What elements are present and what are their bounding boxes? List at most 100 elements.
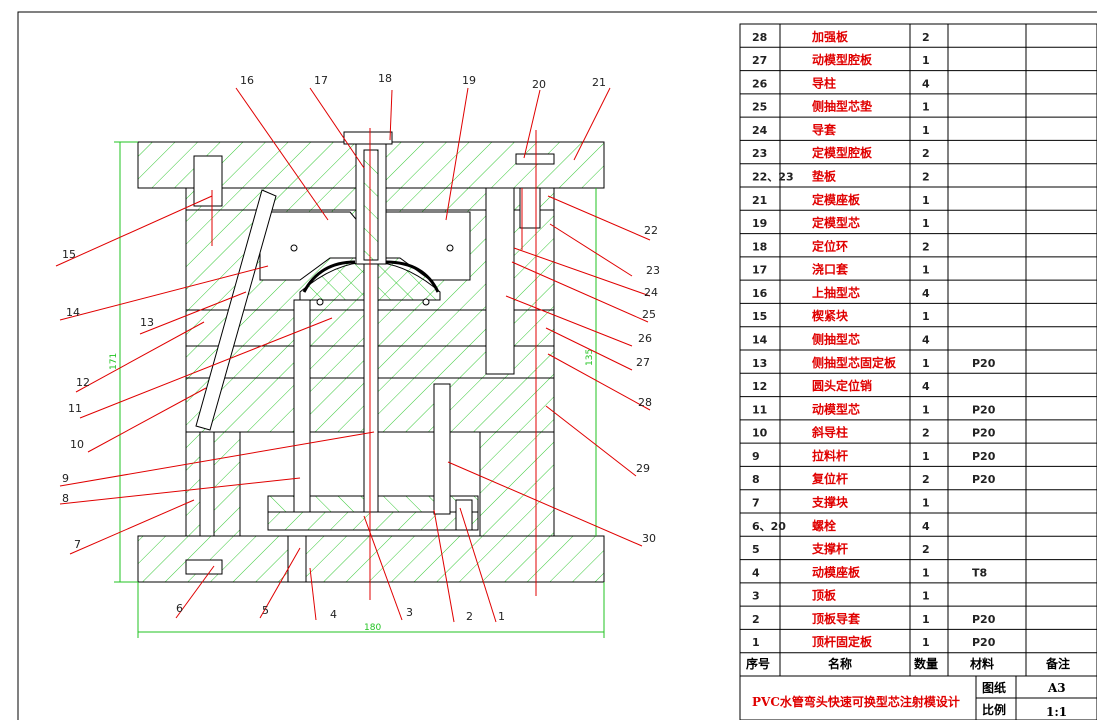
- bom-cell-name: 侧抽型芯固定板: [812, 355, 897, 370]
- dim-right: 135: [585, 349, 595, 366]
- bom-cell-name: 斜导柱: [811, 425, 848, 440]
- bom-cell-name: 顶板: [812, 588, 837, 603]
- dim-height: 171: [109, 353, 119, 370]
- callout-5: 5: [262, 604, 269, 617]
- callout-26: 26: [638, 332, 652, 345]
- bom-cell-no: 8: [752, 473, 760, 486]
- bom-cell-material: P20: [972, 357, 996, 370]
- bom-cell-no: 22、23: [752, 170, 794, 183]
- bom-cell-name: 侧抽型芯垫: [812, 99, 872, 114]
- callout-25: 25: [642, 308, 656, 321]
- bom-cell-qty: 2: [922, 543, 930, 556]
- bom-cell-name: 顶杆固定板: [812, 634, 873, 649]
- bom-cell-qty: 1: [922, 590, 930, 603]
- bom-cell-qty: 1: [922, 54, 930, 67]
- bom-cell-material: P20: [972, 427, 996, 440]
- bom-cell-qty: 1: [922, 217, 930, 230]
- bom-cell-qty: 1: [922, 124, 930, 137]
- callout-4: 4: [330, 608, 337, 621]
- bom-cell-no: 17: [752, 264, 767, 277]
- bom-cell-no: 9: [752, 450, 760, 463]
- bom-cell-name: 加强板: [811, 29, 849, 44]
- callout-1: 1: [498, 610, 505, 623]
- callouts-right: 22 23 24 25 26 27 28 29 30: [636, 224, 660, 545]
- bom-cell-no: 16: [752, 287, 768, 300]
- bom-cell-no: 25: [752, 101, 767, 114]
- bom-cell-qty: 1: [922, 636, 930, 649]
- callout-20: 20: [532, 78, 546, 91]
- callout-28: 28: [638, 396, 652, 409]
- bom-cell-name: 定模型芯: [812, 215, 860, 230]
- bom-cell-qty: 4: [922, 287, 930, 300]
- bom-cell-no: 27: [752, 54, 767, 67]
- bom-cell-no: 14: [752, 333, 768, 346]
- bom-cell-qty: 1: [922, 194, 930, 207]
- bom-cell-material: P20: [972, 636, 996, 649]
- center-lines: [211, 128, 537, 600]
- callout-9: 9: [62, 472, 69, 485]
- bom-cell-qty: 1: [922, 264, 930, 277]
- callout-22: 22: [644, 224, 658, 237]
- callout-18: 18: [378, 72, 392, 85]
- callout-24: 24: [644, 286, 658, 299]
- bom-cell-qty: 2: [922, 170, 930, 183]
- bom-header-no: 序号: [746, 656, 770, 671]
- bom-cell-qty: 2: [922, 31, 930, 44]
- bom-cell-material: P20: [972, 450, 996, 463]
- bom-cell-qty: 1: [922, 403, 930, 416]
- callout-11: 11: [68, 402, 82, 415]
- bom-cell-name: 动模座板: [812, 564, 861, 579]
- bom-header-qty: 数量: [914, 656, 938, 671]
- sheet-border: [17, 11, 1097, 720]
- bom-cell-qty: 2: [922, 473, 930, 486]
- bom-cell-name: 支撑块: [811, 494, 849, 509]
- bom-cell-name: 动模型芯: [812, 401, 860, 416]
- bom-cell-no: 28: [752, 31, 767, 44]
- callout-15: 15: [62, 248, 76, 261]
- bom-cell-no: 7: [752, 496, 760, 509]
- mold-body: [137, 131, 605, 583]
- bom-cell-name: 圆头定位销: [812, 378, 872, 393]
- callout-14: 14: [66, 306, 80, 319]
- bom-cell-qty: 1: [922, 566, 930, 579]
- bom-cell-name: 定模座板: [812, 192, 861, 207]
- bom-cell-material: P20: [972, 473, 996, 486]
- bom-cell-qty: 2: [922, 147, 930, 160]
- bom-cell-name: 浇口套: [812, 262, 849, 277]
- bom-cell-material: P20: [972, 403, 996, 416]
- bom-cell-no: 2: [752, 613, 760, 626]
- callout-27: 27: [636, 356, 650, 369]
- callout-10: 10: [70, 438, 84, 451]
- bom-cell-qty: 1: [922, 310, 930, 323]
- bom-header-name: 名称: [828, 656, 852, 671]
- cooling-holes: [290, 244, 454, 306]
- bom-cell-no: 12: [752, 380, 767, 393]
- bom-cell-name: 导套: [812, 122, 837, 137]
- callout-7: 7: [74, 538, 81, 551]
- bom-cell-no: 15: [752, 310, 767, 323]
- bom-cell-name: 支撑杆: [811, 541, 848, 556]
- sheet-label: 图纸: [982, 680, 1006, 695]
- leader-lines: [55, 87, 651, 623]
- bom-cell-qty: 1: [922, 496, 930, 509]
- callout-19: 19: [462, 74, 476, 87]
- bom-cell-name: 楔紧块: [812, 308, 849, 323]
- sheet-value: A3: [1047, 681, 1066, 695]
- bom-cell-no: 10: [752, 427, 768, 440]
- bom-cell-qty: 4: [922, 520, 930, 533]
- bom-cell-material: P20: [972, 613, 996, 626]
- bom-cell-no: 21: [752, 194, 767, 207]
- bom-cell-qty: 2: [922, 427, 930, 440]
- bom-cell-no: 4: [752, 566, 760, 579]
- bom-cell-qty: 1: [922, 450, 930, 463]
- bom-cell-qty: 1: [922, 613, 930, 626]
- bom-cell-name: 复位杆: [811, 471, 848, 486]
- callout-2: 2: [466, 610, 473, 623]
- bom-cell-name: 螺栓: [812, 518, 836, 533]
- bom-cell-name: 动模型腔板: [812, 52, 873, 67]
- bom-cell-name: 定位环: [812, 238, 848, 253]
- callout-23: 23: [646, 264, 660, 277]
- bom-cell-qty: 4: [922, 380, 930, 393]
